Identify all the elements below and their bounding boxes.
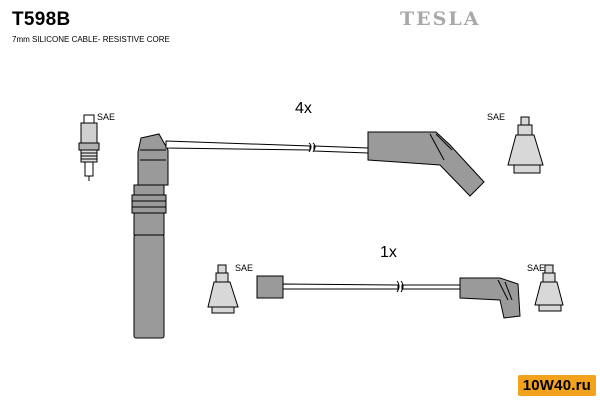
sae-label-bottom-left: SAE bbox=[235, 263, 254, 273]
quantity-label-1x: 1x bbox=[380, 244, 397, 261]
plug-boot-long bbox=[131, 133, 169, 339]
spark-plug-top-left bbox=[78, 114, 100, 181]
sae-label-top-right: SAE bbox=[487, 112, 506, 122]
cable-description: 7mm SILICONE CABLE- RESISTIVE CORE bbox=[12, 35, 170, 44]
brand-logo: TESLA bbox=[400, 8, 481, 30]
connector-top-right bbox=[507, 116, 544, 174]
quantity-label-4x: 4x bbox=[295, 100, 312, 117]
sae-label-top-left: SAE bbox=[97, 112, 116, 122]
connector-1x-left bbox=[207, 264, 239, 314]
cable-4x bbox=[165, 140, 369, 154]
part-number-title: T598B bbox=[12, 9, 71, 30]
connector-1x-right bbox=[534, 264, 564, 312]
cable-1x bbox=[256, 275, 521, 319]
watermark-badge: 10W40.ru bbox=[517, 375, 596, 396]
angled-boot-4x bbox=[367, 131, 485, 197]
sae-label-bottom-right: SAE bbox=[527, 263, 546, 273]
